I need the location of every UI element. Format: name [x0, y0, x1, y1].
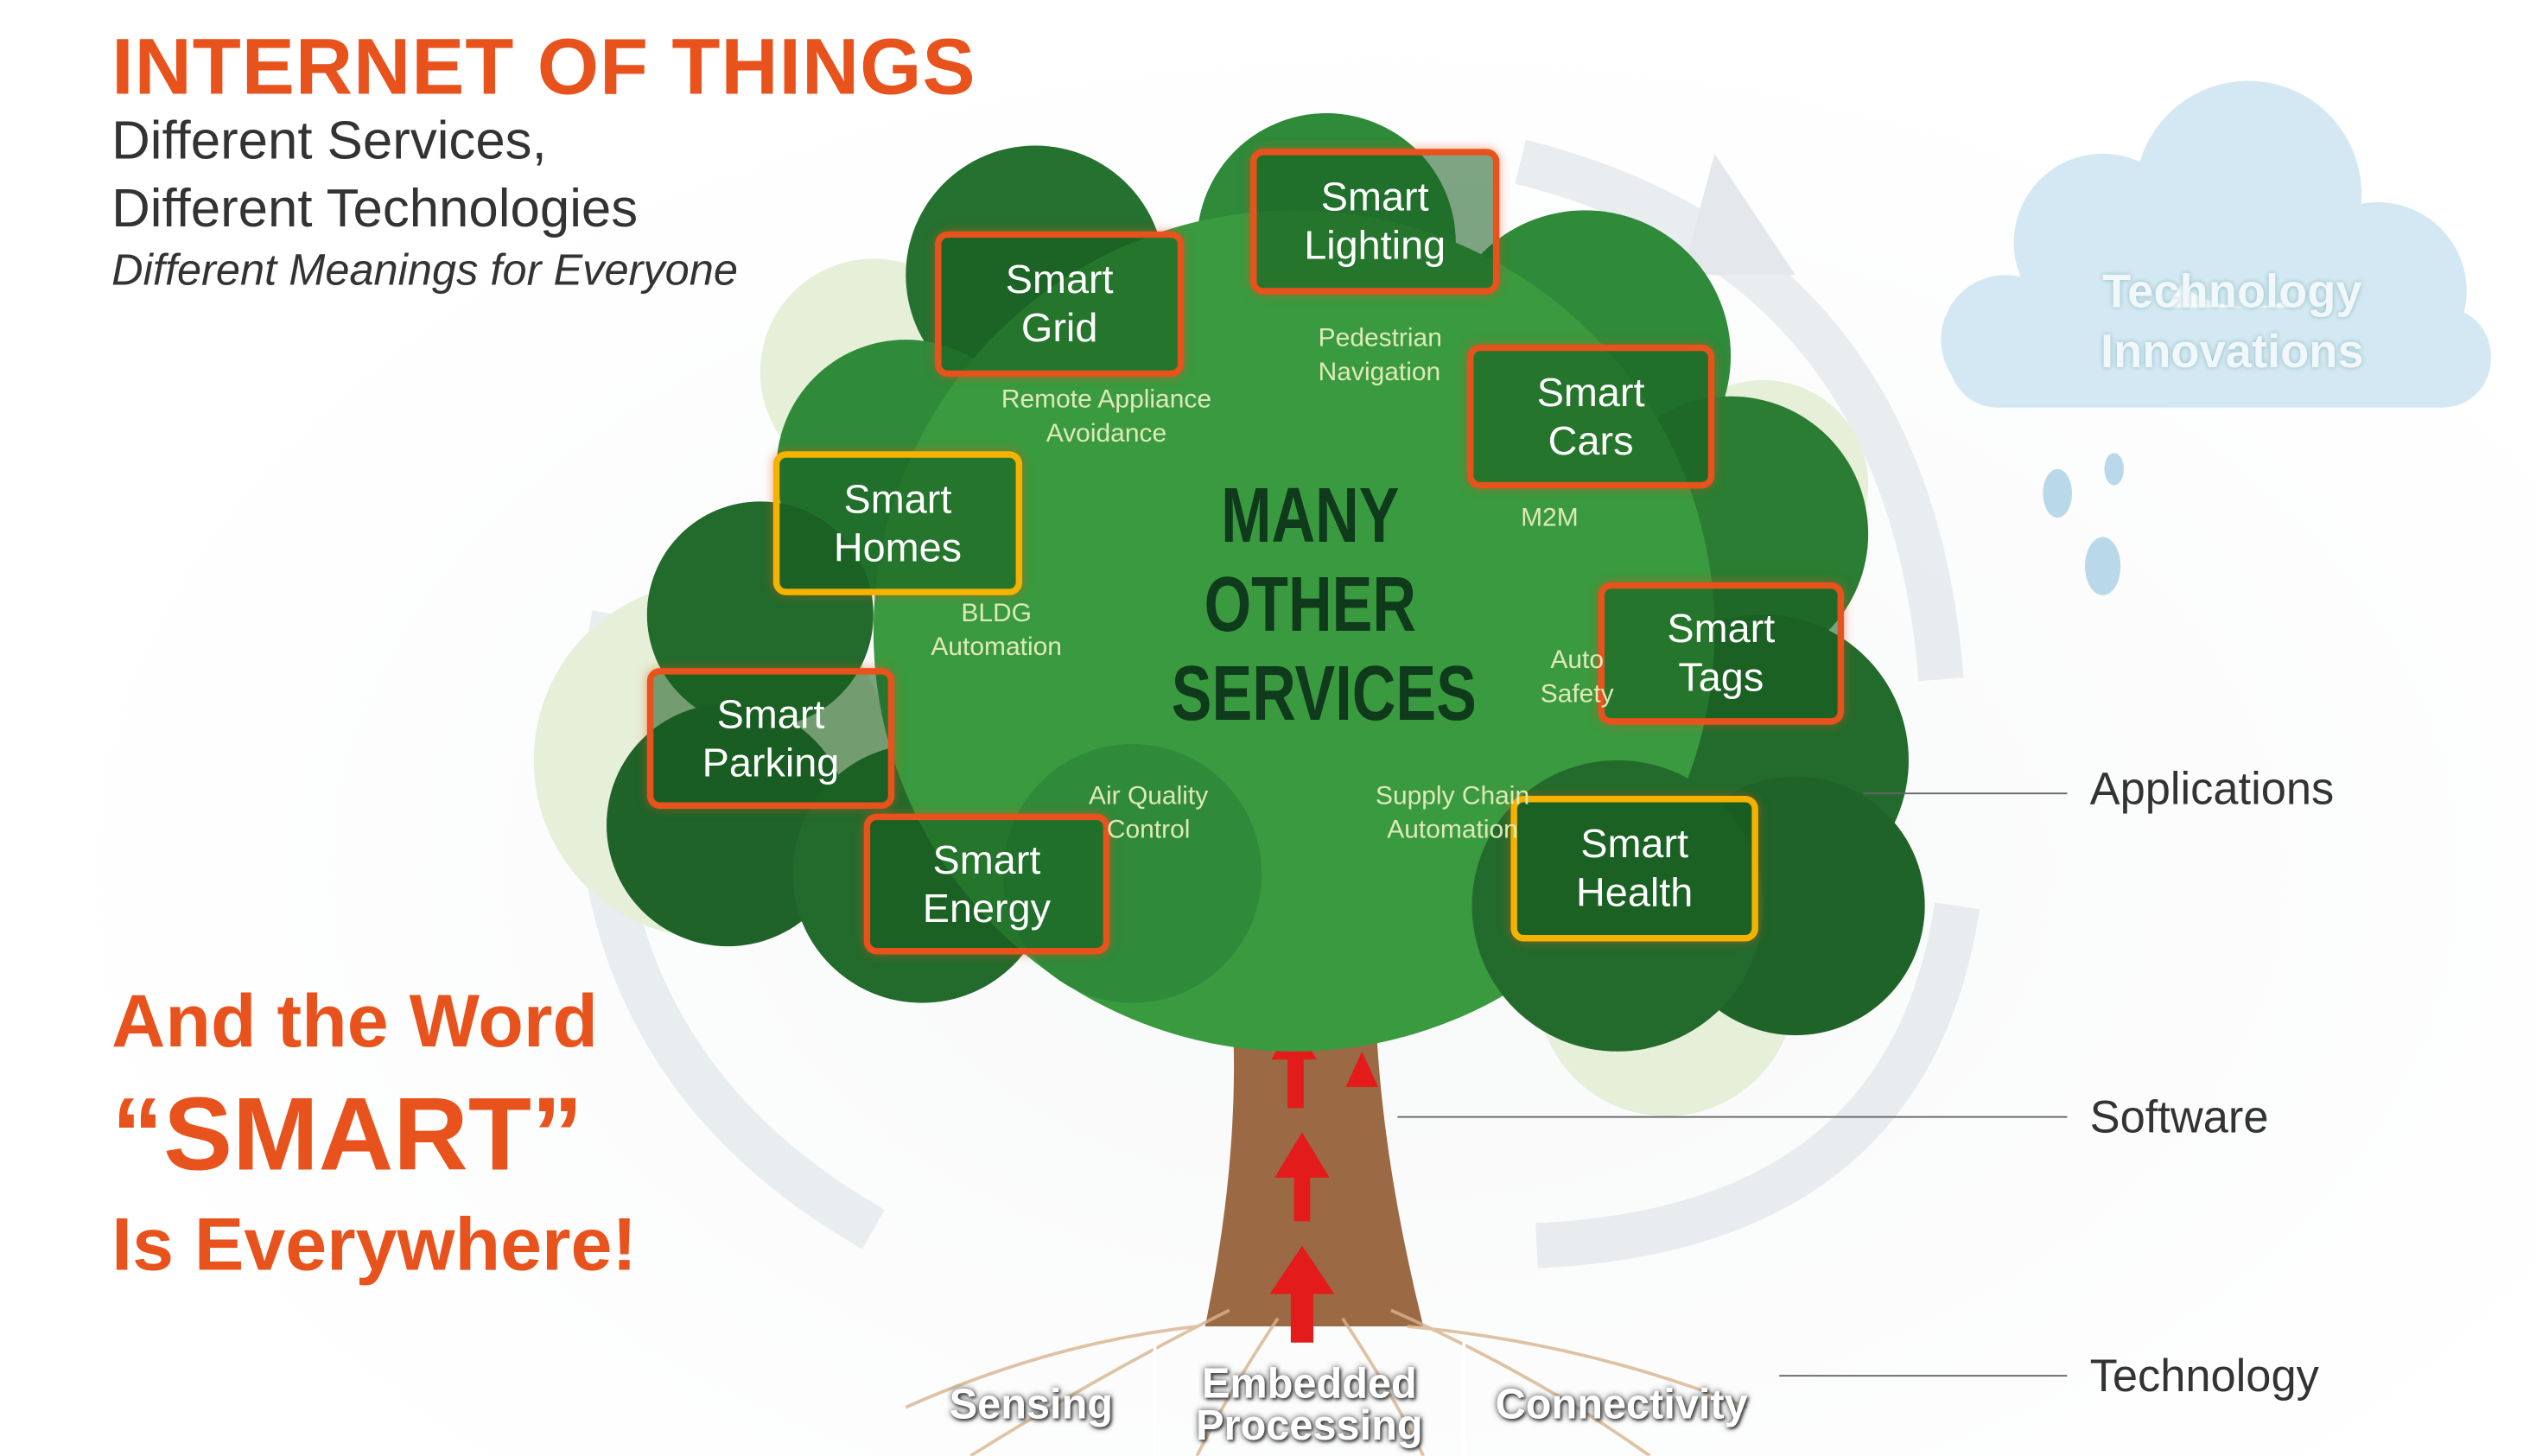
- service-line: Lighting: [1304, 223, 1446, 269]
- applications-leader-line: [1863, 792, 2068, 795]
- service-line: Health: [1576, 870, 1694, 916]
- root-line: Embedded: [1201, 1358, 1417, 1408]
- subtitle-line: Different Services,: [111, 110, 547, 170]
- many-other-services: MANY OTHER SERVICES: [1171, 473, 1477, 740]
- service-line: Cars: [1548, 417, 1634, 464]
- subtitle-line: Different Technologies: [111, 177, 639, 238]
- subtitle-italic: Different Meanings for Everyone: [111, 245, 739, 295]
- service-line: Smart: [1667, 607, 1776, 652]
- service-line: Parking: [702, 740, 840, 785]
- minor-line: Auto: [1550, 646, 1605, 675]
- tagline-line: And the Word: [111, 978, 599, 1063]
- center-line: MANY: [1221, 474, 1400, 560]
- service-line: Smart: [932, 836, 1041, 883]
- service-line: Energy: [922, 885, 1052, 931]
- minor-line: BLDG: [961, 600, 1032, 628]
- layer-technology: Technology: [2089, 1351, 2319, 1402]
- minor-line: Air Quality: [1089, 783, 1209, 811]
- service-line: Tags: [1678, 655, 1764, 701]
- page-title: INTERNET OF THINGS: [111, 24, 976, 112]
- minor-line: Automation: [931, 633, 1062, 662]
- roots: [905, 1308, 1748, 1456]
- service-line: Smart: [843, 476, 952, 522]
- cycle-arrowhead: [1681, 153, 1796, 276]
- center-line: SERVICES: [1171, 652, 1477, 738]
- root-line: Processing: [1196, 1401, 1423, 1450]
- minor-line: Control: [1106, 817, 1191, 845]
- service-line: Smart: [1005, 257, 1114, 303]
- software-leader-line: [1397, 1116, 2068, 1118]
- service-line: Smart: [1580, 821, 1689, 868]
- cloud-label: Technology Innovations: [2038, 264, 2426, 384]
- minor-line: Pedestrian: [1318, 325, 1442, 353]
- layer-software: Software: [2089, 1091, 2269, 1142]
- minor-line: Safety: [1540, 681, 1614, 709]
- technology-leader-line: [1779, 1375, 2068, 1377]
- minor-line: Navigation: [1318, 359, 1441, 387]
- root-connectivity: Connectivity: [1495, 1379, 1748, 1428]
- service-line: Smart: [1320, 175, 1429, 220]
- root-sensing: Sensing: [949, 1379, 1114, 1428]
- minor-line: Automation: [1387, 817, 1518, 845]
- service-line: Smart: [1536, 369, 1645, 416]
- minor-line: Avoidance: [1046, 420, 1167, 448]
- minor-service-label: BLDG Automation: [899, 597, 1094, 665]
- raindrops-icon: [2043, 453, 2124, 595]
- cloud-label-line: Innovations: [2101, 327, 2364, 379]
- center-line: OTHER: [1204, 563, 1416, 649]
- minor-line: Supply Chain: [1375, 783, 1530, 811]
- cloud: [1941, 80, 2491, 408]
- service-line: Smart: [716, 691, 825, 737]
- layer-applications: Applications: [2089, 763, 2335, 814]
- cloud-label-line: Technology: [2102, 266, 2362, 319]
- minor-line: Remote Appliance: [1001, 386, 1211, 415]
- minor-line: M2M: [1521, 505, 1579, 532]
- tagline-smart: “SMART”: [111, 1075, 583, 1192]
- tagline-line: Is Everywhere!: [111, 1201, 638, 1287]
- service-line: Grid: [1020, 305, 1098, 352]
- service-line: Homes: [833, 525, 963, 570]
- minor-service-label: M2M: [1501, 501, 1598, 535]
